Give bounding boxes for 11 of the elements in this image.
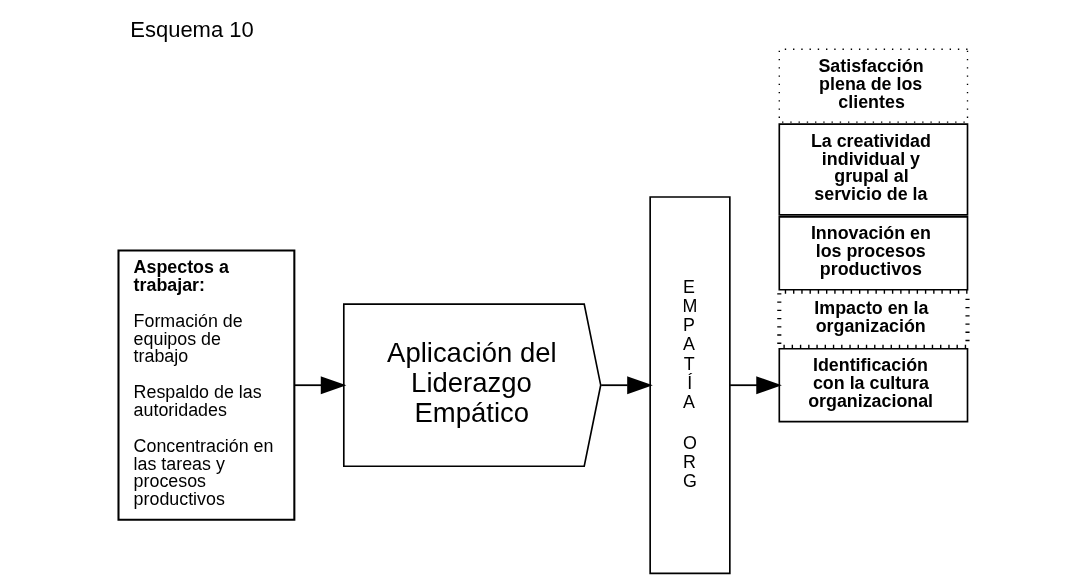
node-box: La creatividad individual y grupal al servicio de la — [778, 123, 969, 216]
arrow — [293, 376, 347, 395]
diagram-title: Esquema 10 — [130, 16, 254, 42]
node-box: Satisfacción plena de los clientes — [778, 48, 969, 123]
node-box: Impacto en la organización — [777, 289, 970, 349]
node-box: Innovación en los procesos productivos — [778, 216, 969, 291]
node-box: EMPATÍA ORG — [649, 196, 731, 575]
arrow — [729, 376, 782, 395]
arrow — [600, 376, 653, 395]
node-box: Aspectos a trabajar: Formación de equipos de trabajo Respaldo de las autoridades Concentración en las tareas y procesos productivos — [117, 249, 296, 521]
node-box: Identificación con la cultura organizacional — [778, 347, 969, 423]
